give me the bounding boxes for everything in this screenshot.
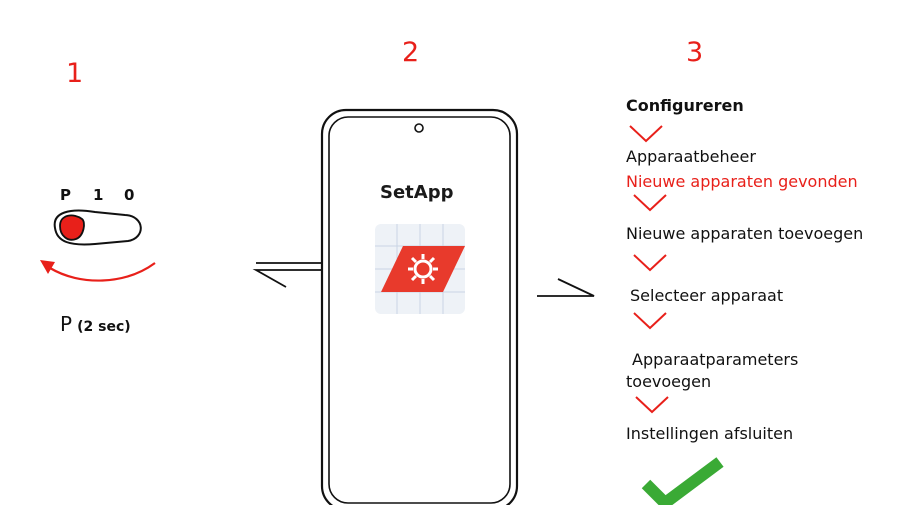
- chevron-down-icon: [635, 396, 669, 414]
- flow-step-new-devices-found: Nieuwe apparaten gevonden: [626, 172, 858, 191]
- flow-step-device-management: Apparaatbeheer: [626, 147, 756, 166]
- flow-step-select-device: Selecteer apparaat: [630, 286, 784, 305]
- step-number-2: 2: [402, 37, 420, 68]
- flow-step-close-settings: Instellingen afsluiten: [626, 424, 794, 443]
- chevron-down-icon: [633, 312, 667, 330]
- switch-label-1: 1: [93, 186, 104, 204]
- flow-step-add-new-devices: Nieuwe apparaten toevoegen: [626, 224, 864, 243]
- switch-label-p: P: [60, 186, 71, 204]
- step-number-1: 1: [66, 58, 84, 89]
- chevron-down-icon: [633, 254, 667, 272]
- app-name: SetApp: [380, 182, 454, 203]
- press-instruction: P (2 sec): [60, 314, 131, 335]
- press-duration-label: (2 sec): [77, 319, 131, 335]
- flow-step-add: toevoegen: [626, 372, 712, 391]
- setapp-logo-icon: [375, 224, 465, 314]
- flow-title: Configureren: [626, 96, 744, 115]
- flow-step-device-parameters: Apparaatparameters: [632, 350, 799, 369]
- chevron-down-icon: [633, 194, 667, 212]
- step-number-3: 3: [686, 37, 704, 68]
- gear-icon: [408, 254, 438, 284]
- chevron-down-icon: [629, 125, 663, 143]
- switch-label-0: 0: [124, 186, 135, 204]
- setapp-tile[interactable]: [375, 224, 465, 314]
- press-button-label: P: [60, 312, 73, 336]
